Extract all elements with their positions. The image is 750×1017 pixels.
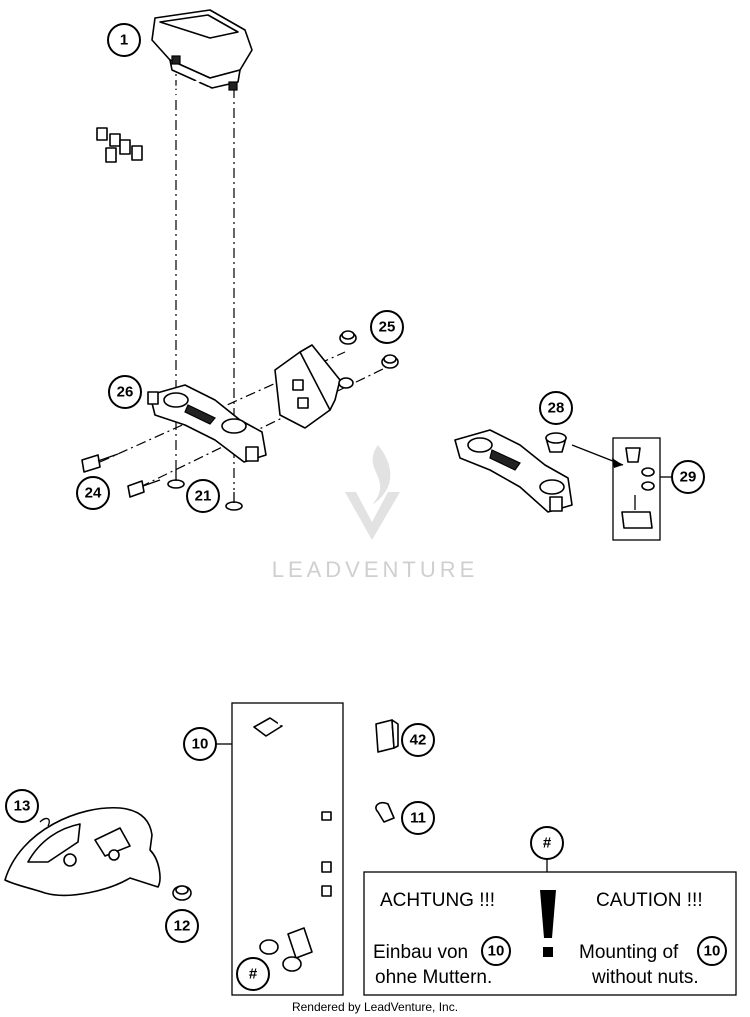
callout-42: 42 [401,723,435,757]
kit-box-29 [612,437,661,541]
nuts-kit [259,939,302,972]
svg-text:10: 10 [704,943,721,960]
footer-credit: Rendered by LeadVenture, Inc. [292,1000,458,1014]
callout-11: 11 [401,801,435,835]
bushing-kit-parts [621,447,655,529]
bolt-24a [81,453,119,473]
cable-holder-11 [375,801,395,823]
callout-21: 21 [186,479,220,513]
triple-clamp [147,384,267,463]
svg-text:29: 29 [680,469,697,486]
svg-text:28: 28 [548,400,565,417]
note-en-line1: Mounting of [579,942,679,963]
svg-text:10: 10 [488,943,505,960]
bolt-24b [127,479,161,498]
callout-28: 28 [539,391,573,425]
note-de-title: ACHTUNG !!! [380,890,495,911]
callout-hash-note: # [530,826,564,860]
callout-hash-kit: # [236,957,270,991]
note-en-line2: without nuts. [591,967,699,988]
speed-sensor-cable [253,717,332,960]
rubber-bushing-28 [545,432,567,453]
watermark-logo [345,445,400,540]
mounting-bracket [274,344,354,429]
watermark-text: LEADVENTURE [272,557,479,582]
callout-13: 13 [5,789,39,823]
nut-25a [339,330,357,345]
svg-text:42: 42 [410,732,427,749]
instrument-cluster [96,9,253,163]
note-de-ref-callout: 10 [481,936,511,966]
screw-21a [167,470,185,489]
svg-text:26: 26 [117,384,134,401]
callout-29: 29 [671,460,705,494]
svg-text:#: # [249,966,258,983]
svg-text:10: 10 [192,736,209,753]
svg-text:1: 1 [120,32,128,49]
svg-text:12: 12 [174,918,191,935]
kit-box-10 [231,702,344,996]
note-de-line2: ohne Muttern. [375,967,492,988]
caution-note-box [363,871,737,996]
spacer-12 [172,885,192,901]
callout-10: 10 [183,727,217,761]
screw-21b [225,492,243,511]
nut-25b [381,354,399,369]
note-en-ref-callout: 10 [697,936,727,966]
exclamation-icon [540,890,556,957]
svg-text:#: # [543,835,552,852]
callout-12: 12 [165,909,199,943]
svg-text:24: 24 [85,485,102,502]
svg-text:13: 13 [14,798,31,815]
cable-clip-42 [375,719,399,753]
svg-text:25: 25 [379,319,396,336]
triple-clamp-right [454,429,573,513]
svg-text:11: 11 [410,810,426,827]
note-de-line1: Einbau von [373,942,468,963]
note-en-title: CAUTION !!! [596,890,703,911]
callout-25: 25 [370,310,404,344]
callout-26: 26 [108,375,142,409]
brake-disc-13 [4,807,161,897]
svg-text:21: 21 [195,488,212,505]
callout-24: 24 [76,476,110,510]
callout-1: 1 [107,23,141,57]
